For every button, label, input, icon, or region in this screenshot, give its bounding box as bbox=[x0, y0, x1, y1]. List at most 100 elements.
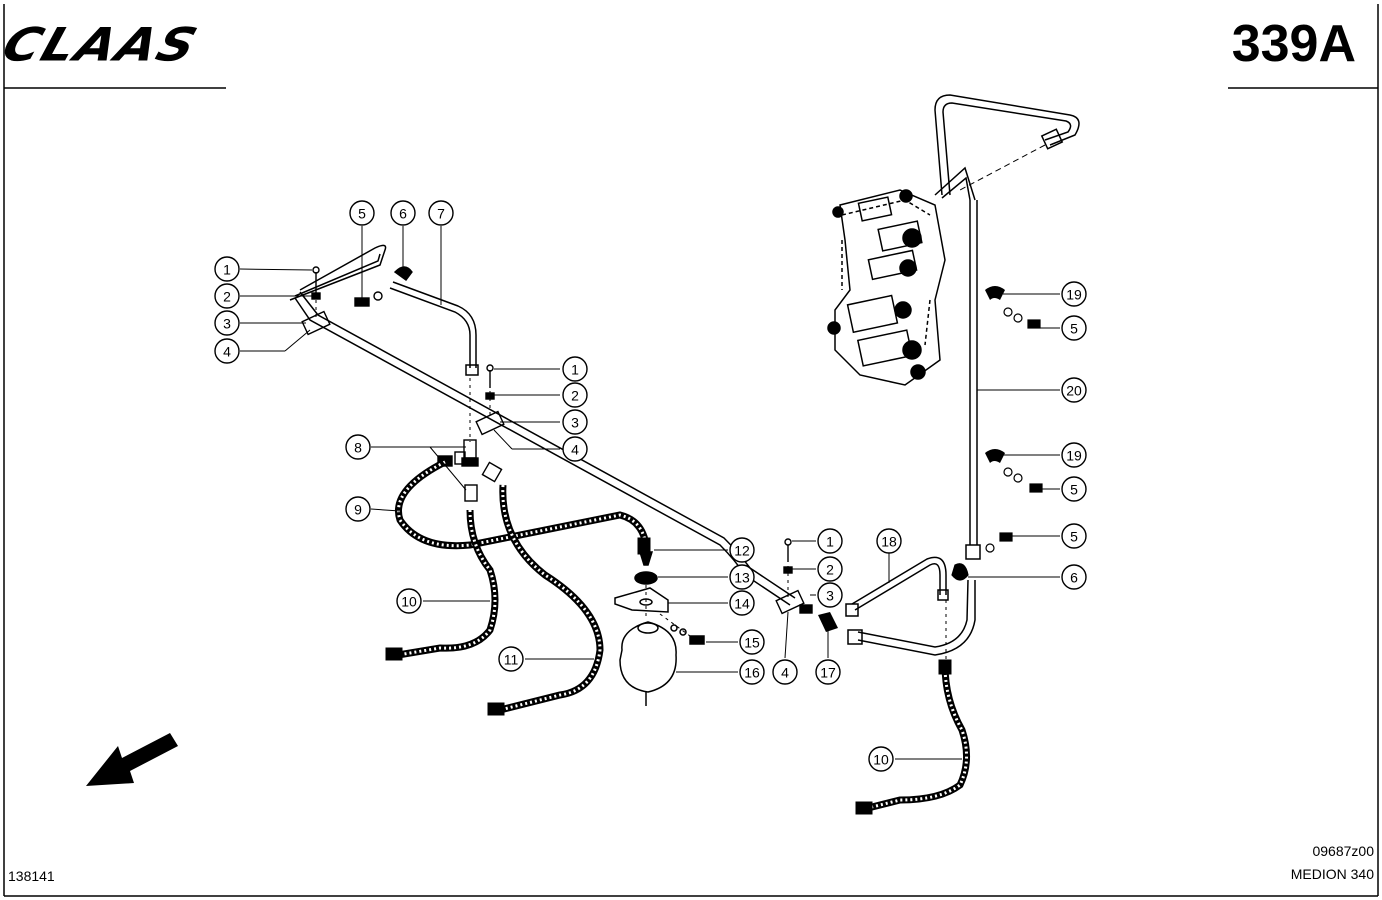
callout-balloon bbox=[1061, 476, 1087, 502]
callout-balloon bbox=[562, 436, 588, 462]
callout-number: 1 bbox=[223, 262, 231, 278]
callout-4: 4 bbox=[772, 659, 798, 685]
callout-18: 18 bbox=[876, 528, 902, 554]
callout-balloon bbox=[729, 590, 755, 616]
callout-number: 18 bbox=[881, 534, 897, 550]
callout-balloon bbox=[817, 556, 843, 582]
callout-number: 2 bbox=[223, 289, 231, 305]
model-name: MEDION 340 bbox=[1290, 866, 1374, 882]
callout-balloon bbox=[498, 646, 524, 672]
callout-2: 2 bbox=[214, 283, 240, 309]
pipe-7 bbox=[389, 281, 479, 376]
pipe-20 bbox=[934, 94, 1080, 560]
pipe-clamp-19 bbox=[985, 286, 1005, 463]
callout-19: 19 bbox=[1061, 442, 1087, 468]
callout-balloon bbox=[729, 537, 755, 563]
callout-10: 10 bbox=[868, 746, 894, 772]
sheet-number: 138141 bbox=[8, 868, 55, 884]
callout-number: 8 bbox=[354, 440, 362, 456]
reference-dash-lines bbox=[315, 272, 947, 660]
callout-number: 6 bbox=[1070, 570, 1078, 586]
callout-balloon bbox=[868, 746, 894, 772]
callout-1: 1 bbox=[562, 356, 588, 382]
callout-number: 2 bbox=[571, 388, 579, 404]
callout-1: 1 bbox=[817, 528, 843, 554]
callout-balloon bbox=[562, 356, 588, 382]
callout-balloon bbox=[390, 200, 416, 226]
callout-number: 5 bbox=[1070, 482, 1078, 498]
callout-number: 4 bbox=[223, 344, 231, 360]
callout-2: 2 bbox=[817, 556, 843, 582]
callout-number: 19 bbox=[1066, 287, 1082, 303]
callout-balloon bbox=[345, 434, 371, 460]
callout-number: 13 bbox=[734, 570, 750, 586]
callout-6: 6 bbox=[390, 200, 416, 226]
drawing-id: 09687z00 bbox=[1312, 843, 1374, 859]
callout-3: 3 bbox=[817, 582, 843, 608]
sheet-frame bbox=[3, 4, 1379, 897]
callout-balloon bbox=[1061, 523, 1087, 549]
callout-balloon bbox=[562, 382, 588, 408]
callout-balloon bbox=[1061, 442, 1087, 468]
callout-number: 5 bbox=[358, 206, 366, 222]
callout-balloon bbox=[1061, 281, 1087, 307]
callout-6: 6 bbox=[1061, 564, 1087, 590]
callout-number: 6 bbox=[399, 206, 407, 222]
callout-number: 16 bbox=[744, 665, 760, 681]
callout-balloon bbox=[214, 310, 240, 336]
callout-number: 15 bbox=[744, 635, 760, 651]
callout-balloon bbox=[729, 564, 755, 590]
callout-balloon bbox=[1061, 315, 1087, 341]
callout-balloon bbox=[428, 200, 454, 226]
hose-10-right bbox=[855, 659, 970, 815]
callout-number: 4 bbox=[571, 442, 579, 458]
callout-number: 10 bbox=[873, 752, 889, 768]
callout-number: 7 bbox=[437, 206, 445, 222]
callout-balloon bbox=[1061, 564, 1087, 590]
callout-number: 1 bbox=[571, 362, 579, 378]
callout-number: 2 bbox=[826, 562, 834, 578]
hose-10-left bbox=[385, 509, 499, 661]
callout-number: 14 bbox=[734, 596, 750, 612]
callout-16: 16 bbox=[739, 659, 765, 685]
callout-number: 3 bbox=[571, 415, 579, 431]
callout-number: 20 bbox=[1066, 383, 1082, 399]
callout-19: 19 bbox=[1061, 281, 1087, 307]
callout-13: 13 bbox=[729, 564, 755, 590]
callout-balloon bbox=[562, 409, 588, 435]
callout-leaders bbox=[239, 226, 1060, 760]
callout-5: 5 bbox=[1061, 476, 1087, 502]
callout-2: 2 bbox=[562, 382, 588, 408]
callout-balloon bbox=[345, 496, 371, 522]
callout-number: 17 bbox=[820, 665, 836, 681]
callout-balloon bbox=[349, 200, 375, 226]
callout-balloon bbox=[772, 659, 798, 685]
fitting-17 bbox=[818, 612, 838, 632]
callout-7: 7 bbox=[428, 200, 454, 226]
direction-arrow-icon bbox=[86, 733, 178, 786]
callout-20: 20 bbox=[1061, 377, 1087, 403]
callout-3: 3 bbox=[562, 409, 588, 435]
callout-4: 4 bbox=[562, 436, 588, 462]
callout-4: 4 bbox=[214, 338, 240, 364]
callout-1: 1 bbox=[214, 256, 240, 282]
callout-balloon bbox=[214, 338, 240, 364]
callout-number: 4 bbox=[781, 665, 789, 681]
callout-12: 12 bbox=[729, 537, 755, 563]
callout-balloon bbox=[739, 659, 765, 685]
callout-balloon bbox=[214, 256, 240, 282]
callout-number: 11 bbox=[504, 652, 519, 668]
callout-number: 5 bbox=[1070, 321, 1078, 337]
pipe-18 bbox=[845, 556, 976, 656]
callout-number: 9 bbox=[354, 502, 362, 518]
callout-number: 3 bbox=[826, 588, 834, 604]
callout-number: 3 bbox=[223, 316, 231, 332]
callout-5: 5 bbox=[1061, 523, 1087, 549]
callout-17: 17 bbox=[815, 659, 841, 685]
callout-balloon bbox=[739, 629, 765, 655]
callout-14: 14 bbox=[729, 590, 755, 616]
callout-balloon bbox=[817, 528, 843, 554]
